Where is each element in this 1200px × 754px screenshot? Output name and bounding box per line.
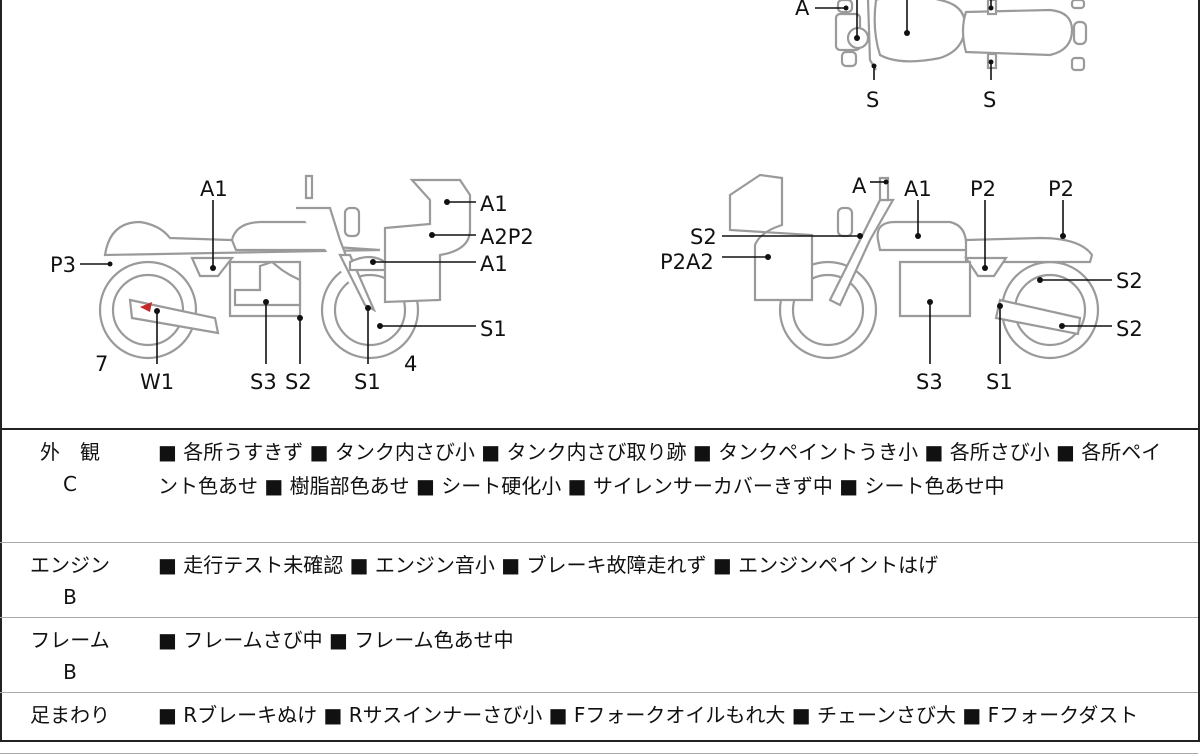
condition-notes: ■ フレームさび中 ■ フレーム色あせ中	[158, 628, 514, 652]
marker-label: A	[795, 0, 810, 20]
category-grade: B	[63, 660, 77, 684]
marker-label: A	[852, 174, 867, 198]
condition-table: 外 観 C ■ 各所うすきず ■ タンク内さび小 ■ タンク内さび取り跡 ■ タン…	[0, 428, 1198, 754]
marker-label: S1	[480, 317, 507, 341]
left-side-markers: A1 A1 A2P2 A1 P3 S1 7 W1 S3 S2 S1 4	[50, 177, 534, 394]
category-label: エンジン B	[0, 543, 140, 617]
category-name: 外 観	[40, 440, 100, 464]
right-side-markers: A A1 P2 P2 S2 P2A2 S2 S2 S3 S1	[660, 174, 1143, 394]
marker-label: A1	[480, 192, 508, 216]
marker-label: S	[983, 88, 996, 112]
marker-label: A1	[200, 177, 228, 201]
right-side-motorcycle	[728, 173, 1100, 360]
category-label: フレーム B	[0, 618, 140, 692]
condition-notes: ■ Rブレーキぬけ ■ Rサスインナーさび小 ■ Fフォークオイルもれ大 ■ チ…	[158, 703, 1139, 727]
marker-label: S2	[285, 370, 312, 394]
marker-label: 4	[404, 352, 417, 376]
category-label: 外 観 C	[0, 430, 140, 542]
top-view-markers: A S S	[795, 0, 996, 112]
marker-label: A1	[904, 177, 932, 201]
marker-label: S1	[354, 370, 381, 394]
category-name: エンジン	[30, 553, 110, 577]
row-exterior: 外 観 C ■ 各所うすきず ■ タンク内さび小 ■ タンク内さび取り跡 ■ タン…	[0, 430, 1198, 543]
marker-label: S3	[250, 370, 277, 394]
top-view-motorcycle	[834, 0, 1088, 72]
row-engine: エンジン B ■ 走行テスト未確認 ■ エンジン音小 ■ ブレーキ故障走れず ■ …	[0, 543, 1198, 618]
marker-label: P2	[1048, 177, 1074, 201]
marker-label: A1	[480, 252, 508, 276]
marker-label: 7	[95, 352, 108, 376]
row-suspension: 足まわり ■ Rブレーキぬけ ■ Rサスインナーさび小 ■ Fフォークオイルもれ…	[0, 693, 1198, 754]
marker-label: P3	[50, 253, 76, 277]
marker-label: S2	[1116, 317, 1143, 341]
condition-notes: ■ 各所うすきず ■ タンク内さび小 ■ タンク内さび取り跡 ■ タンクペイント…	[158, 440, 1162, 498]
condition-notes: ■ 走行テスト未確認 ■ エンジン音小 ■ ブレーキ故障走れず ■ エンジンペイ…	[158, 553, 939, 577]
category-grade: C	[63, 472, 77, 496]
marker-label: A2P2	[480, 225, 534, 249]
left-side-motorcycle	[98, 174, 472, 360]
marker-label: S2	[1116, 269, 1143, 293]
marker-label: W1	[140, 370, 174, 394]
row-frame: フレーム B ■ フレームさび中 ■ フレーム色あせ中	[0, 618, 1198, 693]
marker-label: S3	[916, 370, 943, 394]
marker-label: P2A2	[660, 250, 714, 274]
marker-label: S	[866, 88, 879, 112]
marker-label: S1	[986, 370, 1013, 394]
category-name: フレーム	[30, 628, 110, 652]
category-label: 足まわり	[0, 693, 140, 753]
red-mark-icon	[140, 302, 152, 312]
marker-label: S2	[690, 225, 717, 249]
motorcycle-damage-diagram: A S S A1 A1 A2P2 A1 P3 S1	[50, 0, 1143, 394]
category-grade: B	[63, 585, 77, 609]
marker-label: P2	[970, 177, 996, 201]
category-name: 足まわり	[30, 703, 110, 727]
